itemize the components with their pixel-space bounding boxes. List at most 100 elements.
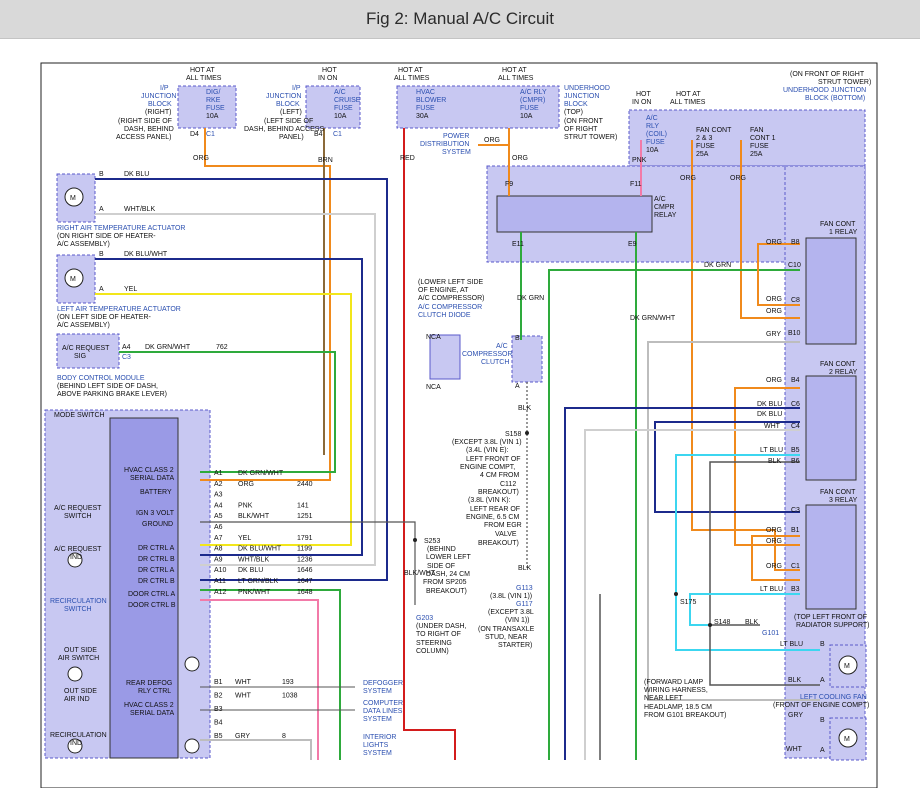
- wire-lat-dkbluwht: [95, 258, 363, 556]
- lbl-compdl-3: SYSTEM: [363, 716, 392, 723]
- lbl-clutch-a: A: [515, 383, 520, 390]
- lbl-g117-5: STUD, NEAR: [485, 634, 527, 641]
- lbl-r-org1: ORG: [766, 239, 782, 246]
- lbl-cloc-1: (LOWER LEFT SIDE: [418, 279, 484, 286]
- lbl-s158-3: (3.4L (VIN E):: [466, 447, 509, 454]
- lbl-defogsys-2: SYSTEM: [363, 688, 392, 695]
- lbl-fwd-5: FROM G101 BREAKOUT): [644, 712, 726, 719]
- connector-a-pin: A6: [214, 524, 223, 531]
- connector-a-pin: A10: [214, 567, 227, 574]
- lbl-fwd-1: (FORWARD LAMP: [644, 679, 703, 686]
- lbl-g203-1: G203: [416, 615, 433, 622]
- lbl-rat-dkblu: DK BLU: [124, 171, 149, 178]
- lbl-w-brn: BRN: [318, 157, 333, 164]
- connector-a-pin: A8: [214, 546, 223, 553]
- wire-ltblu-b5: [675, 454, 820, 651]
- osa-led-icon: [67, 666, 83, 682]
- lbl-lat-2: (ON LEFT SIDE OF HEATER-: [57, 314, 152, 321]
- connector-a-pin: A5: [214, 513, 223, 520]
- lbl-r-org5: ORG: [766, 527, 782, 534]
- wire-org-b8: [757, 243, 800, 306]
- lbl-coil-1: A/C: [646, 115, 658, 122]
- lbl-clutch-3: CLUTCH: [481, 359, 509, 366]
- lbl-pds-3: SYSTEM: [442, 149, 471, 156]
- lbl-ipjbl-5: (LEFT SIDE OF: [264, 118, 313, 125]
- wire-ltgrnblk: [200, 589, 341, 760]
- connector-a-num: 1648: [297, 589, 313, 596]
- connector-a-wire: PNK: [238, 502, 253, 509]
- lbl-drctrl-b2: DR CTRL B: [138, 578, 175, 585]
- left-actuator-motor-icon: [64, 268, 84, 288]
- lbl-lcf-ltblu: LT BLU: [780, 641, 803, 648]
- lbl-ipjbr-5: (RIGHT SIDE OF: [118, 118, 172, 125]
- lbl-lcf-b: B: [820, 641, 825, 648]
- connector-b-pin: B4: [214, 720, 223, 727]
- lbl-fuse-acrly-1: A/C RLY: [520, 89, 547, 96]
- lbl-s253-7: BREAKOUT): [426, 588, 467, 595]
- underhood-bottom-fuses: [628, 109, 866, 167]
- lbl-ujbt-2: JUNCTION: [564, 93, 599, 100]
- lbl-osa-ind-2: AIR IND: [64, 696, 90, 703]
- lbl-lcf-1: LEFT COOLING FAN: [800, 694, 867, 701]
- lbl-s253-2: (BEHIND: [427, 546, 456, 553]
- lbl-clutch-b: B: [515, 335, 520, 342]
- connector-b-wire: WHT: [235, 679, 252, 686]
- lbl-w-dkgrn-c10: DK GRN: [704, 262, 731, 269]
- lbl-acreq-c3: C3: [122, 354, 131, 361]
- motor-m-2: M: [70, 276, 76, 283]
- lbl-r-org6: ORG: [766, 538, 782, 545]
- lbl-lcf-blk: BLK: [788, 677, 802, 684]
- lbl-hot-6a: HOT AT: [676, 91, 701, 98]
- lbl-g203-4: STEERING: [416, 640, 452, 647]
- lbl-s253-6: FROM SP205: [423, 579, 467, 586]
- text-layer: HOT AT ALL TIMES HOT IN ON HOT AT ALL TI…: [50, 67, 871, 757]
- wire-rat-whtblk: [95, 213, 376, 566]
- lbl-ujbb-2: STRUT TOWER): [818, 79, 871, 86]
- lbl-e11: E11: [512, 241, 524, 248]
- connector-a-wire: YEL: [238, 535, 251, 542]
- lbl-s253-5: DASH, 24 CM: [426, 571, 470, 578]
- lbl-acreq-num: 762: [216, 344, 228, 351]
- lbl-fan23-3: FUSE: [696, 143, 715, 150]
- lbl-s158-1: S158: [505, 431, 521, 438]
- lbl-ipjbl-6: DASH, BEHIND ACCESS: [244, 126, 324, 133]
- lbl-bcm-3: ABOVE PARKING BRAKE LEVER): [57, 391, 167, 398]
- lbl-coil-3: (COIL): [646, 131, 667, 138]
- lbl-fuse-cr-2: CRUISE: [334, 97, 361, 104]
- lbl-c1b: C1: [333, 131, 342, 138]
- hvac-control-core: [109, 417, 179, 759]
- wire-org-d4: [200, 128, 331, 481]
- lbl-s158-12: FROM EGR: [484, 522, 522, 529]
- lbl-ujbb-4: BLOCK (BOTTOM): [805, 95, 865, 102]
- lbl-fc3-1: FAN CONT: [820, 489, 856, 496]
- lbl-acreq-a4: A4: [122, 344, 131, 351]
- ip-jb-left-box: [305, 85, 361, 129]
- lbl-g101-1: G101: [762, 630, 779, 637]
- lbl-ipjbr-1: I/P: [160, 85, 169, 92]
- wire-gry-b10: [647, 341, 820, 701]
- lbl-r-org7: ORG: [766, 563, 782, 570]
- lbl-ipjbr-2: JUNCTION: [141, 93, 176, 100]
- lbl-r-wht: WHT: [764, 423, 781, 430]
- motor-m-3: M: [844, 663, 850, 670]
- lbl-acreq-wire: DK GRN/WHT: [145, 344, 191, 351]
- lbl-ujbt-6: OF RIGHT: [564, 126, 598, 133]
- lbl-e9: E9: [628, 241, 637, 248]
- lbl-fan1-3: FUSE: [750, 143, 769, 150]
- lbl-fc2-2: 2 RELAY: [829, 369, 858, 376]
- lbl-g117-2: (EXCEPT 3.8L: [488, 609, 534, 616]
- connector-b-pin: B2: [214, 693, 223, 700]
- lbl-fan1-4: 25A: [750, 151, 763, 158]
- lbl-s158-5: ENGINE COMPT,: [460, 464, 515, 471]
- wire-dkblu-c3: [654, 421, 800, 513]
- lbl-c3r: C3: [791, 507, 800, 514]
- lbl-w-blk-s148: BLK: [745, 619, 759, 626]
- clutch-diode-box: [429, 334, 461, 380]
- lbl-cdiode-1: A/C COMPRESSOR: [418, 304, 482, 311]
- lbl-recirc-sw-1: RECIRCULATION: [50, 598, 107, 605]
- connector-a-pin: A9: [214, 556, 223, 563]
- lbl-s148: S148: [714, 619, 730, 626]
- lbl-b1r: B1: [791, 527, 800, 534]
